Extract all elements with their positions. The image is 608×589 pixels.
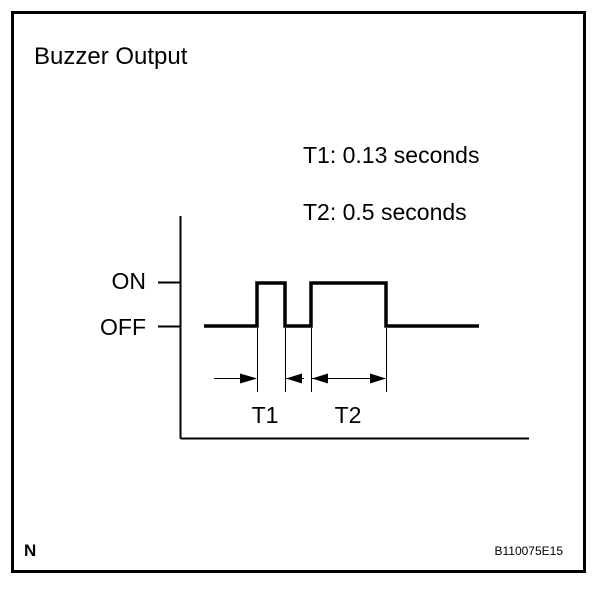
outer-border	[11, 11, 586, 573]
interval-t1-label: T1	[252, 402, 279, 428]
figure-code: B110075E15	[494, 544, 563, 558]
level-on-label: ON	[112, 268, 147, 294]
signal-waveform	[204, 281, 479, 328]
note-t1: T1: 0.13 seconds	[303, 142, 479, 168]
t1-dimension	[214, 373, 304, 384]
level-off-label: OFF	[100, 314, 146, 340]
note-t2: T2: 0.5 seconds	[303, 199, 467, 225]
interval-t2-label: T2	[335, 402, 362, 428]
diagram-title: Buzzer Output	[34, 43, 188, 70]
t2-dimension	[312, 373, 386, 384]
corner-label-left: N	[24, 541, 36, 560]
